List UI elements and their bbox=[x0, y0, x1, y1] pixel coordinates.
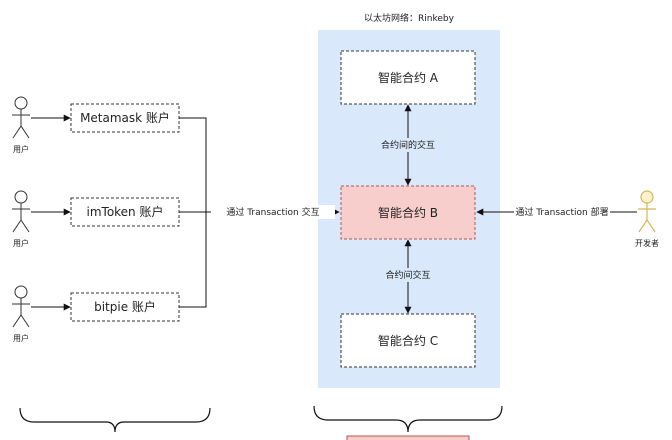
user-label: 用户 bbox=[13, 144, 29, 154]
user-actor-3: 用户 bbox=[12, 285, 30, 343]
developer-label: 开发者 bbox=[635, 238, 659, 248]
user-icon bbox=[12, 96, 30, 139]
account-box-imtoken: imToken 账户 bbox=[70, 197, 180, 227]
users-brace bbox=[19, 407, 211, 433]
network-brace bbox=[313, 405, 503, 433]
users-to-b-label-bg bbox=[211, 205, 335, 219]
contract-label: 智能合约 C bbox=[378, 333, 438, 348]
accounts-connector bbox=[179, 117, 207, 308]
user-label: 用户 bbox=[13, 333, 29, 343]
account-label: imToken 账户 bbox=[87, 204, 164, 219]
user-icon bbox=[12, 190, 30, 233]
contract-box-b: 智能合约 B bbox=[340, 185, 476, 240]
developer-actor: 开发者 bbox=[635, 190, 659, 248]
a-b-label: 合约间的交互 bbox=[381, 139, 435, 151]
developer-to-b-label: 通过 Transaction 部署 bbox=[515, 206, 608, 218]
user-label: 用户 bbox=[13, 238, 29, 248]
contract-box-c: 智能合约 C bbox=[340, 313, 476, 368]
contract-box-a: 智能合约 A bbox=[340, 50, 476, 105]
account-box-bitpie: bitpie 账户 bbox=[70, 292, 180, 322]
users-to-b-label: 通过 Transaction 交互 bbox=[226, 206, 319, 218]
developer-icon bbox=[638, 190, 656, 233]
contract-label: 智能合约 B bbox=[378, 205, 438, 220]
developer-to-b-label-bg bbox=[514, 205, 610, 219]
user-actor-2: 用户 bbox=[12, 190, 30, 248]
b-c-label: 合约间交互 bbox=[385, 269, 430, 281]
partial-highlight-box bbox=[346, 435, 470, 440]
account-label: bitpie 账户 bbox=[94, 299, 156, 314]
account-label: Metamask 账户 bbox=[80, 110, 170, 125]
b-c-label-bg bbox=[374, 268, 442, 282]
contract-label: 智能合约 A bbox=[378, 70, 439, 85]
account-box-metamask: Metamask 账户 bbox=[70, 103, 180, 133]
user-actor-1: 用户 bbox=[12, 96, 30, 154]
network-title: 以太坊网络：Rinkeby bbox=[364, 12, 455, 24]
user-icon bbox=[12, 285, 30, 328]
a-b-label-bg bbox=[370, 138, 446, 152]
